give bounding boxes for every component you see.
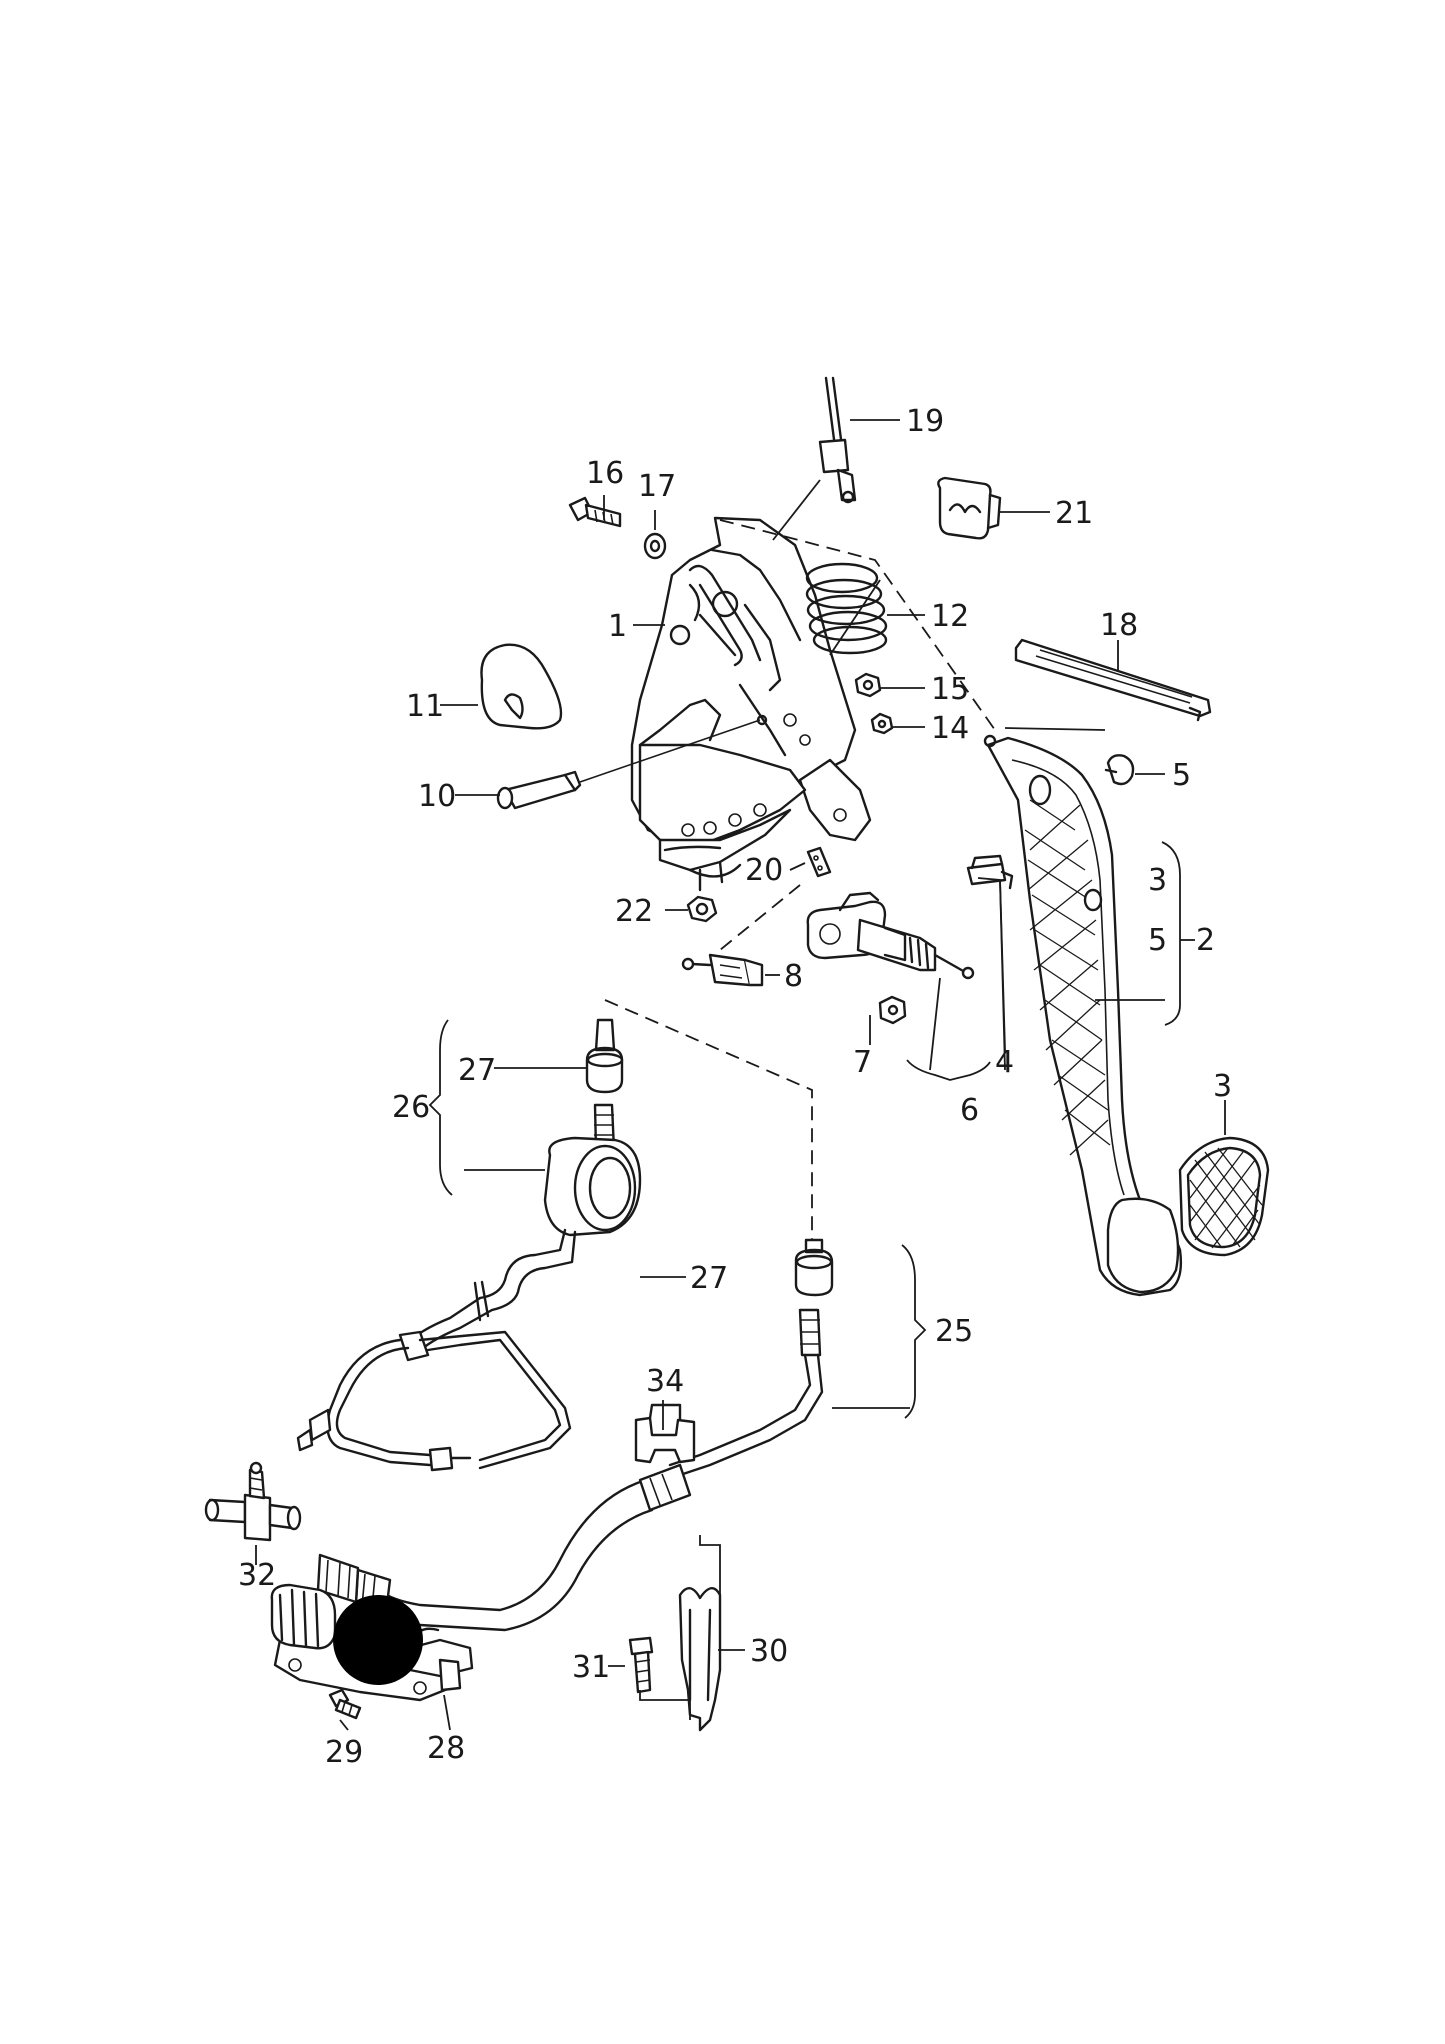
- nut-22: [686, 895, 718, 923]
- callout-10: 10: [418, 779, 456, 814]
- connector-clip-21: [937, 476, 1002, 540]
- callout-16: 16: [586, 456, 624, 491]
- pivot-pin: [496, 714, 768, 810]
- nut-15: [854, 672, 882, 698]
- callout-4: 4: [995, 1045, 1014, 1080]
- callout-12: 12: [931, 599, 969, 634]
- callout-11: 11: [406, 689, 444, 724]
- callout-5b: 5: [1148, 923, 1167, 958]
- callout-19: 19: [906, 404, 944, 439]
- callout-7: 7: [853, 1045, 872, 1080]
- pedal-pad: [1178, 1136, 1270, 1257]
- clip-20: [806, 846, 832, 878]
- bolt-29: [328, 1688, 362, 1720]
- rubber-stop: [480, 643, 563, 730]
- bolt-16: [568, 496, 622, 528]
- callout-34: 34: [646, 1364, 684, 1399]
- switch-4: [966, 854, 1014, 890]
- callout-27b: 27: [690, 1261, 728, 1296]
- callout-28: 28: [427, 1731, 465, 1766]
- slave-cylinder: [478, 1103, 642, 1312]
- callout-21: 21: [1055, 496, 1093, 531]
- bushing-27-top: [585, 1018, 624, 1094]
- callout-18: 18: [1100, 608, 1138, 643]
- callout-25: 25: [935, 1314, 973, 1349]
- callout-5a: 5: [1172, 758, 1191, 793]
- nut-7: [878, 995, 907, 1025]
- pedal-box-lower: [638, 698, 807, 892]
- callout-14: 14: [931, 711, 969, 746]
- callout-26: 26: [392, 1090, 430, 1125]
- washer-17: [643, 532, 667, 560]
- callout-22: 22: [615, 894, 653, 929]
- pad-strip: [1014, 638, 1212, 722]
- pedal-sensor: [681, 953, 764, 987]
- callout-30: 30: [750, 1634, 788, 1669]
- bracket-30: [678, 1587, 722, 1732]
- callout-20: 20: [745, 853, 783, 888]
- callout-1: 1: [608, 609, 627, 644]
- cable-tie: [818, 376, 857, 504]
- bushing-27-bottom: [794, 1238, 834, 1297]
- nut-14: [870, 712, 894, 735]
- leader-lines: [255, 419, 1226, 1731]
- callout-32: 32: [238, 1558, 276, 1593]
- clutch-pedal-arm: [983, 734, 1183, 1297]
- hydraulic-hose-26: [296, 1280, 572, 1472]
- clutch-master-cylinder: [806, 891, 975, 980]
- tee-connector: [204, 1461, 302, 1542]
- callout-3b: 3: [1213, 1069, 1232, 1104]
- callout-3a: 3: [1148, 863, 1167, 898]
- callout-6: 6: [960, 1093, 979, 1128]
- callout-29: 29: [325, 1735, 363, 1770]
- callout-15: 15: [931, 672, 969, 707]
- bolt-31: [628, 1636, 654, 1694]
- callout-labels: 19 16 17 21 1 12 18 11 15 14 10 5 3 5 2 …: [238, 404, 1232, 1770]
- callout-17: 17: [638, 469, 676, 504]
- hose-clip-34: [634, 1403, 696, 1464]
- callout-8: 8: [784, 959, 803, 994]
- return-spring: [805, 562, 888, 655]
- callout-31: 31: [572, 1650, 610, 1685]
- callout-2: 2: [1196, 923, 1215, 958]
- dark-spot: [333, 1595, 423, 1685]
- callout-27a: 27: [458, 1053, 496, 1088]
- clip-5: [1104, 754, 1135, 786]
- dashed-alignment-lines: [604, 519, 996, 1240]
